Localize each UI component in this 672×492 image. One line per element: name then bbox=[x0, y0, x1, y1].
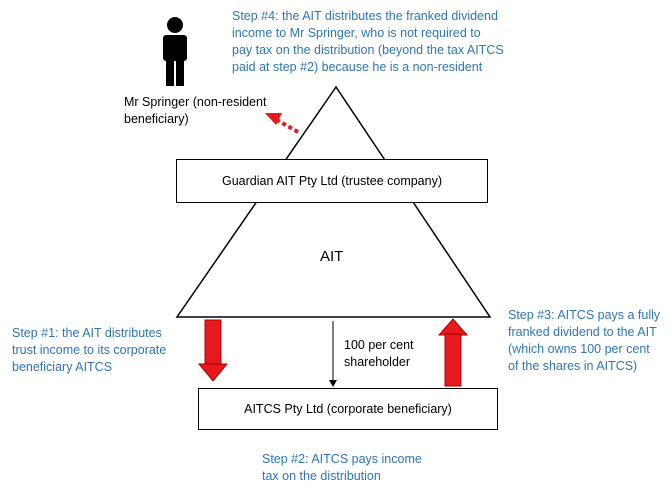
step3-text: Step #3: AITCS pays a fully franked divi… bbox=[508, 307, 660, 375]
step1-line: beneficiary AITCS bbox=[12, 360, 113, 374]
corporate-label: AITCS Pty Ltd (corporate beneficiary) bbox=[244, 402, 452, 416]
step1-text: Step #1: the AIT distributes trust incom… bbox=[12, 325, 166, 376]
shareholder-line: shareholder bbox=[344, 355, 411, 369]
beneficiary-line: beneficiary) bbox=[124, 112, 189, 126]
beneficiary-label: Mr Springer (non-resident beneficiary) bbox=[124, 94, 266, 128]
step4-arrow bbox=[265, 113, 299, 134]
step1-arrow bbox=[197, 319, 229, 382]
shareholder-label: 100 per cent shareholder bbox=[344, 337, 414, 371]
step1-line: trust income to its corporate bbox=[12, 343, 167, 357]
step2-text: Step #2: AITCS pays income tax on the di… bbox=[262, 451, 422, 485]
person-icon bbox=[163, 17, 187, 86]
step4-text: Step #4: the AIT distributes the franked… bbox=[232, 8, 504, 76]
step4-line: pay tax on the distribution (beyond the … bbox=[232, 43, 504, 57]
step4-line: income to Mr Springer, who is not requir… bbox=[232, 26, 481, 40]
trustee-box: Guardian AIT Pty Ltd (trustee company) bbox=[176, 159, 488, 203]
trustee-label: Guardian AIT Pty Ltd (trustee company) bbox=[221, 174, 442, 188]
beneficiary-line: Mr Springer (non-resident bbox=[124, 95, 267, 109]
step3-line: franked dividend to the AIT bbox=[508, 325, 657, 339]
step3-arrow bbox=[437, 318, 469, 387]
step4-line: paid at step #2) because he is a non-res… bbox=[232, 60, 483, 74]
step3-line: of the shares in AITCS) bbox=[508, 359, 638, 373]
step1-line: Step #1: the AIT distributes bbox=[12, 326, 162, 340]
step3-line: Step #3: AITCS pays a fully bbox=[508, 308, 661, 322]
step3-line: (which owns 100 per cent bbox=[508, 342, 650, 356]
step2-line: Step #2: AITCS pays income bbox=[262, 452, 422, 466]
shareholder-line: 100 per cent bbox=[344, 338, 414, 352]
ait-label: AIT bbox=[320, 248, 344, 265]
corporate-box: AITCS Pty Ltd (corporate beneficiary) bbox=[198, 388, 498, 430]
shareholder-arrow bbox=[329, 321, 337, 387]
step4-line: Step #4: the AIT distributes the franked… bbox=[232, 9, 498, 23]
step2-line: tax on the distribution bbox=[262, 469, 381, 483]
